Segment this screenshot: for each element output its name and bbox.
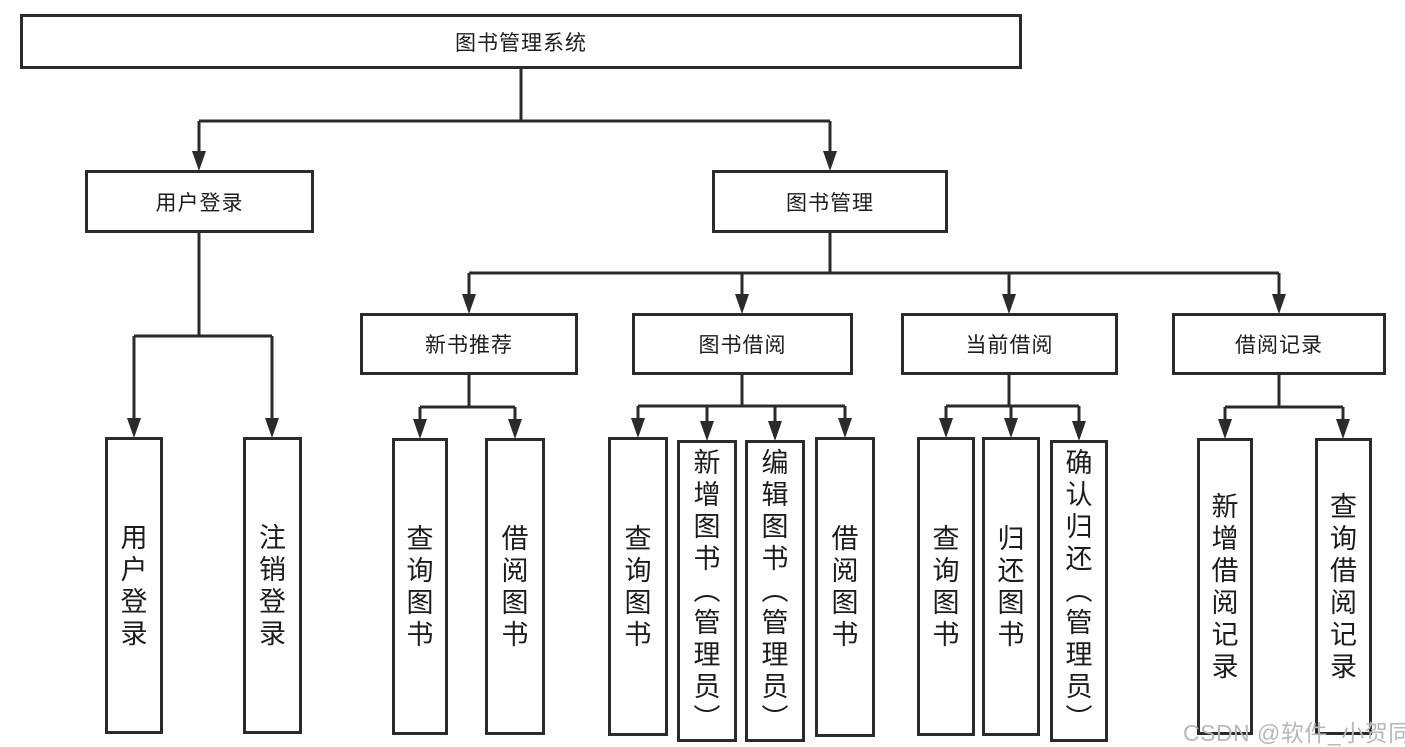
node-borrowing-records: 借阅记录 — [1172, 313, 1386, 375]
node-new-book-recommendation: 新书推荐 — [360, 313, 578, 375]
leaf-records-query-record: 查询借阅记录 — [1315, 438, 1372, 735]
vertical-char: 图 — [624, 587, 652, 618]
vertical-char: 查 — [624, 523, 652, 554]
vertical-char: 询 — [624, 555, 652, 586]
node-label: 用户登录 — [155, 191, 244, 215]
leaf-borrowing-borrow-books: 借阅图书 — [815, 437, 875, 737]
node-book-management: 图书管理 — [712, 170, 948, 233]
vertical-char: 编 — [761, 448, 789, 478]
leaf-user-login: 用户登录 — [105, 437, 163, 734]
vertical-char: 还 — [1065, 544, 1093, 574]
vertical-char: 书 — [831, 620, 859, 650]
vertical-char: 图 — [761, 512, 789, 542]
vertical-char: 查 — [1330, 491, 1357, 522]
vertical-char: 理 — [761, 640, 789, 670]
vertical-char: 询 — [932, 555, 960, 586]
vertical-char: ︶ — [693, 704, 721, 734]
leaf-current-return-books: 归还图书 — [982, 437, 1040, 736]
vertical-char: 新 — [1211, 491, 1239, 522]
vertical-char: 理 — [693, 640, 721, 670]
vertical-char: 图 — [997, 587, 1025, 618]
leaf-logout-login: 注销登录 — [243, 437, 302, 734]
vertical-char: 增 — [1211, 523, 1239, 554]
vertical-char: 归 — [997, 523, 1025, 554]
vertical-char: 登 — [259, 586, 286, 617]
vertical-char: 录 — [120, 618, 148, 649]
vertical-char: 新 — [693, 448, 721, 478]
vertical-char: 图 — [693, 512, 721, 542]
vertical-char: 录 — [1330, 651, 1357, 682]
node-label: 借阅记录 — [1235, 334, 1323, 357]
vertical-char: 户 — [120, 554, 148, 585]
vertical-char: ︵ — [693, 576, 721, 606]
vertical-char: 确 — [1065, 448, 1093, 478]
node-label: 图书管理 — [786, 191, 874, 215]
vertical-char: 查 — [932, 523, 960, 554]
vertical-char: 登 — [120, 586, 148, 617]
leaf-borrowing-query-books: 查询图书 — [608, 437, 668, 736]
vertical-char: 查 — [406, 523, 434, 554]
vertical-char: 询 — [406, 555, 434, 586]
vertical-char: 借 — [1330, 555, 1357, 586]
vertical-char: 录 — [259, 618, 286, 649]
vertical-char: 增 — [693, 480, 721, 510]
node-label: 图书管理系统 — [455, 31, 587, 55]
node-current-borrowing: 当前借阅 — [901, 313, 1118, 375]
leaf-records-add-record: 新增借阅记录 — [1197, 438, 1253, 735]
vertical-char: ︶ — [761, 704, 789, 734]
node-label: 新书推荐 — [425, 334, 513, 357]
vertical-char: 书 — [406, 619, 434, 650]
vertical-char: 记 — [1211, 619, 1239, 650]
vertical-char: 书 — [997, 619, 1025, 650]
vertical-char: 书 — [501, 619, 529, 650]
node-book-borrowing: 图书借阅 — [632, 313, 853, 375]
vertical-char: 管 — [693, 608, 721, 638]
vertical-char: 书 — [693, 544, 721, 574]
vertical-char: 录 — [1211, 651, 1239, 682]
leaf-current-query-books: 查询图书 — [917, 437, 975, 736]
vertical-char: 图 — [501, 587, 529, 618]
leaf-borrowing-edit-books-admin: 编辑图书︵管理员︶ — [745, 440, 805, 742]
csdn-watermark: CSDN @软件_小贺同学 — [1183, 720, 1405, 746]
node-label: 当前借阅 — [965, 334, 1054, 357]
vertical-char: 阅 — [501, 555, 529, 586]
vertical-char: 员 — [1065, 672, 1093, 702]
vertical-char: 归 — [1065, 512, 1093, 542]
vertical-char: 图 — [932, 587, 960, 618]
node-user-login: 用户登录 — [85, 170, 314, 233]
node-label: 图书借阅 — [698, 334, 787, 357]
vertical-char: 辑 — [761, 480, 789, 510]
vertical-char: 书 — [761, 544, 789, 574]
leaf-recommend-borrow-books: 借阅图书 — [485, 438, 545, 735]
vertical-char: 理 — [1065, 640, 1093, 670]
vertical-char: 认 — [1065, 480, 1093, 510]
vertical-char: 用 — [120, 522, 148, 553]
vertical-char: 阅 — [1330, 587, 1357, 618]
vertical-char: 借 — [831, 524, 859, 554]
vertical-char: 图 — [406, 587, 434, 618]
vertical-char: 阅 — [1211, 587, 1239, 618]
leaf-borrowing-add-books-admin: 新增图书︵管理员︶ — [677, 440, 737, 742]
vertical-char: 书 — [624, 619, 652, 650]
vertical-char: 记 — [1330, 619, 1357, 650]
vertical-char: ︵ — [1065, 576, 1093, 606]
vertical-char: 管 — [761, 608, 789, 638]
vertical-char: ︶ — [1065, 704, 1093, 734]
vertical-char: 询 — [1330, 523, 1357, 554]
vertical-char: 管 — [1065, 608, 1093, 638]
vertical-char: 销 — [259, 554, 286, 585]
vertical-char: 还 — [997, 555, 1025, 586]
node-library-management-system: 图书管理系统 — [20, 14, 1022, 69]
vertical-char: 图 — [831, 588, 859, 618]
vertical-char: 借 — [501, 523, 529, 554]
vertical-char: 注 — [259, 522, 286, 553]
vertical-char: 书 — [932, 619, 960, 650]
vertical-char: 员 — [693, 672, 721, 702]
vertical-char: ︵ — [761, 576, 789, 606]
leaf-recommend-query-books: 查询图书 — [392, 438, 448, 735]
leaf-current-confirm-return-admin: 确认归还︵管理员︶ — [1050, 440, 1108, 742]
vertical-char: 阅 — [831, 556, 859, 586]
vertical-char: 借 — [1211, 555, 1239, 586]
vertical-char: 员 — [761, 672, 789, 702]
